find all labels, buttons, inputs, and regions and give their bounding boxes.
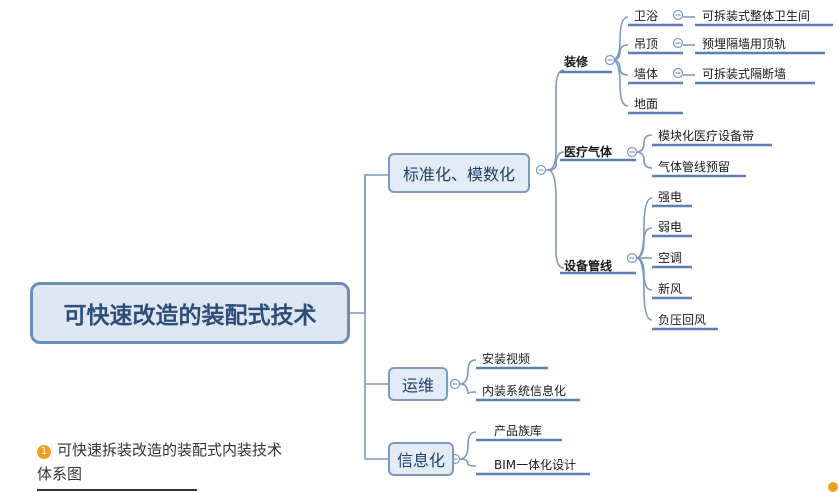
node-decoration[interactable]: 装修 xyxy=(564,55,589,69)
node-informatization[interactable]: 信息化 xyxy=(388,442,454,476)
leaf-modular-equipment-band[interactable]: 模块化医疗设备带 xyxy=(658,129,755,143)
caption-rule xyxy=(37,489,197,491)
leaf-strong-current[interactable]: 强电 xyxy=(658,190,683,204)
leaf-bim-integrated-design[interactable]: BIM一体化设计 xyxy=(494,458,577,472)
node-equipment-pipelines[interactable]: 设备管线 xyxy=(564,259,613,273)
leaf-wall[interactable]: 墙体 xyxy=(634,67,659,81)
leaf-bathroom[interactable]: 卫浴 xyxy=(634,9,659,23)
leaf-ceiling[interactable]: 吊顶 xyxy=(634,37,659,51)
leaf-weak-current[interactable]: 弱电 xyxy=(658,220,683,234)
leaf-installation-video[interactable]: 安装视频 xyxy=(482,352,531,366)
corner-dot xyxy=(828,482,838,492)
leaf-product-library[interactable]: 产品族库 xyxy=(494,424,543,438)
caption-number-badge: 1 xyxy=(37,445,51,459)
leaf-air-conditioning[interactable]: 空调 xyxy=(658,251,683,265)
leaf-embedded-ceiling-rail[interactable]: 预埋隔墙用顶轨 xyxy=(702,37,787,51)
caption-text: 可快速拆装改造的装配式内装技术体系图 xyxy=(37,441,283,483)
node-operations[interactable]: 运维 xyxy=(388,367,448,401)
node-standardization[interactable]: 标准化、模数化 xyxy=(388,153,530,193)
leaf-detachable-bathroom[interactable]: 可拆装式整体卫生间 xyxy=(702,9,811,23)
node-medical-gas[interactable]: 医疗气体 xyxy=(564,145,613,159)
leaf-fresh-air[interactable]: 新风 xyxy=(658,282,683,296)
leaf-detachable-partition[interactable]: 可拆装式隔断墙 xyxy=(702,67,787,81)
root-node[interactable]: 可快速改造的装配式技术 xyxy=(30,282,350,344)
leaf-negative-pressure-return[interactable]: 负压回风 xyxy=(658,313,707,327)
leaf-gas-pipeline-reserved[interactable]: 气体管线预留 xyxy=(658,160,731,174)
leaf-interior-system-info[interactable]: 内装系统信息化 xyxy=(482,384,567,398)
leaf-floor[interactable]: 地面 xyxy=(634,97,659,111)
